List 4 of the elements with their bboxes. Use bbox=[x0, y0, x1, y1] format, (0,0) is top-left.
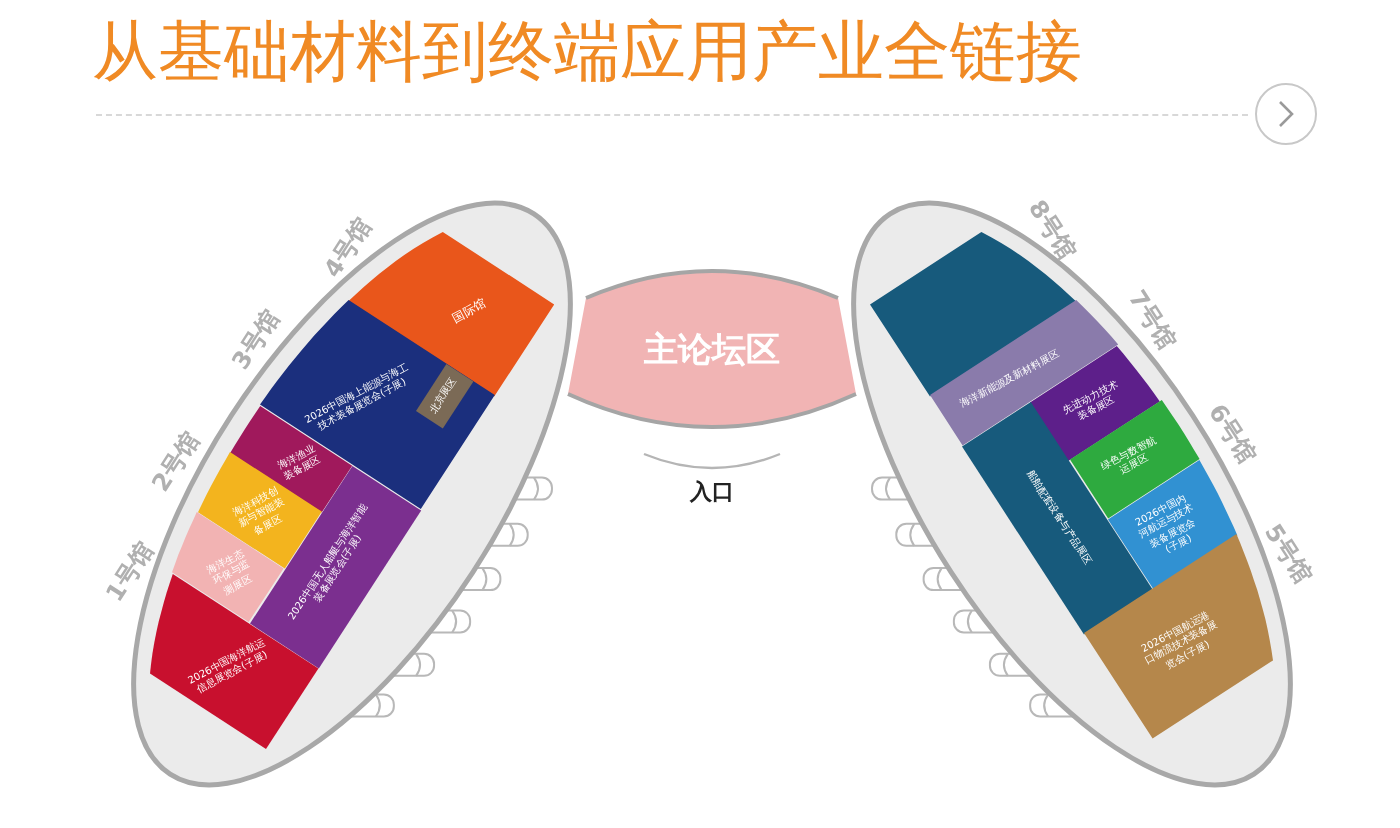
forum-area bbox=[566, 268, 858, 430]
entrance-label: 入口 bbox=[690, 478, 734, 506]
forum-label: 主论坛区 bbox=[642, 330, 782, 374]
page-title: 从基础材料到终端应用产业全链接 bbox=[92, 12, 1082, 92]
